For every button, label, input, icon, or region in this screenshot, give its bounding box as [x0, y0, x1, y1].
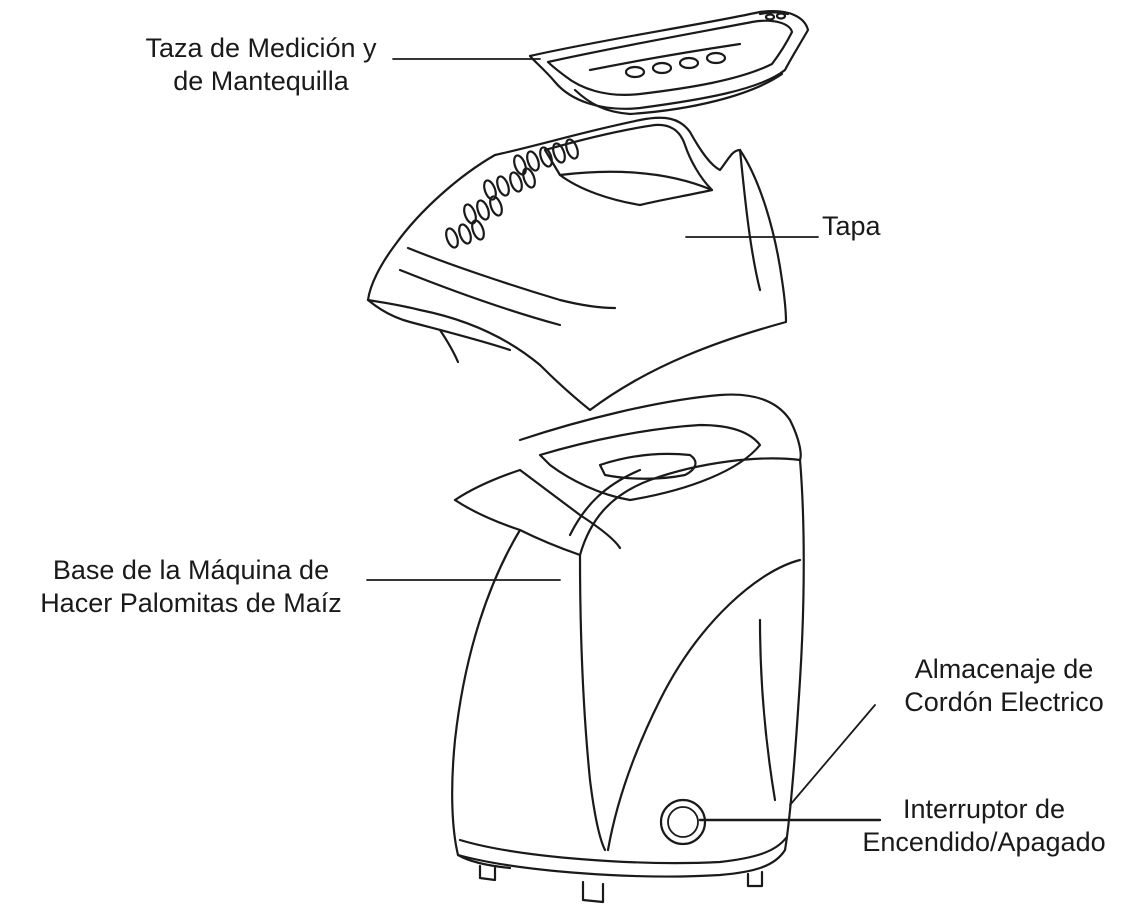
label-measuring-cup-line2: de Mantequilla — [173, 66, 349, 96]
label-base-line1: Base de la Máquina de — [52, 555, 330, 585]
label-lid: Tapa — [822, 210, 881, 243]
leader-lines — [366, 58, 882, 822]
label-cord-storage: Almacenaje de Cordón Electrico — [878, 653, 1130, 719]
label-power-switch-line2: Encendido/Apagado — [862, 827, 1106, 857]
label-measuring-cup-line1: Taza de Medición y — [145, 33, 377, 63]
measuring-cup-part — [528, 10, 810, 116]
lid-vent-slots — [445, 138, 579, 249]
base-part — [451, 393, 805, 904]
power-switch-part — [659, 798, 707, 846]
label-base: Base de la Máquina de Hacer Palomitas de… — [6, 554, 376, 620]
label-cord-storage-line2: Cordón Electrico — [904, 687, 1104, 717]
leader-line-cord-storage — [789, 704, 876, 806]
label-power-switch: Interruptor de Encendido/Apagado — [836, 793, 1132, 859]
label-cord-storage-line1: Almacenaje de — [914, 654, 1094, 684]
label-base-line2: Hacer Palomitas de Maíz — [40, 588, 342, 618]
label-measuring-cup: Taza de Medición y de Mantequilla — [116, 32, 406, 98]
label-power-switch-line1: Interruptor de — [902, 794, 1066, 824]
lid-part — [366, 116, 788, 412]
label-lid-line1: Tapa — [822, 211, 881, 241]
